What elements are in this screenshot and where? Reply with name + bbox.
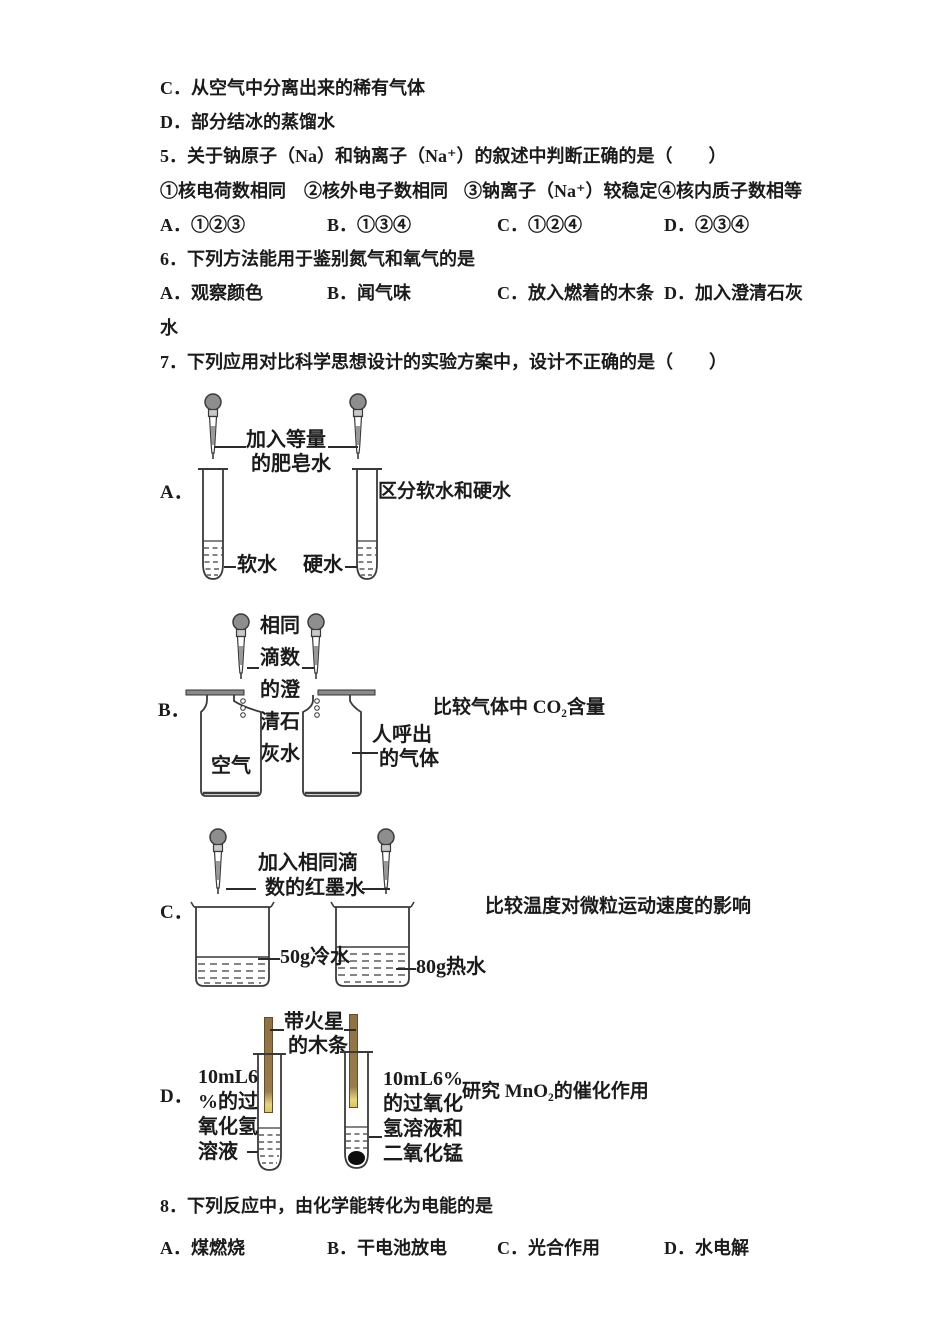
d-left-label-line4: 溶液 — [198, 1141, 238, 1163]
q5-option-c: C．①②④ — [497, 215, 582, 235]
wood-splint-icon — [264, 1017, 273, 1113]
q5-statement-1: ①核电荷数相同 — [160, 181, 286, 201]
d-left-label-line3: 氧化氢 — [198, 1116, 258, 1138]
pointer-line — [344, 1029, 356, 1031]
q5-option-a: A．①②③ — [160, 215, 245, 235]
pointer-line — [270, 1029, 284, 1031]
test-tube-icon — [252, 1053, 287, 1171]
a-add-label-line1: 加入等量 — [246, 429, 326, 451]
q7-item-a-label: A． — [160, 482, 193, 503]
b-drops-label-line1: 相同 — [260, 615, 300, 637]
a-add-label-line2: 的肥皂水 — [251, 453, 331, 475]
b-drops-label-line4: 清石 — [260, 711, 300, 733]
pointer-line — [362, 888, 390, 890]
q7-item-a-caption: 区分软水和硬水 — [378, 481, 512, 502]
wood-splint-icon — [349, 1014, 358, 1108]
d-right-label-line3: 氢溶液和 — [383, 1118, 463, 1140]
q8-option-b: B．干电池放电 — [327, 1238, 448, 1258]
q8-option-d: D．水电解 — [664, 1238, 749, 1258]
beaker-icon — [330, 901, 415, 987]
test-tube-icon — [197, 468, 229, 580]
mno2-solid-icon — [348, 1151, 365, 1165]
question-7-stem: 7．下列应用对比科学思想设计的实验方案中，设计不正确的是（ ） — [160, 352, 727, 372]
q7-item-c-caption: 比较温度对微粒运动速度的影响 — [485, 896, 752, 917]
c-add-label-line1: 加入相同滴 — [258, 852, 358, 874]
pointer-line — [328, 446, 358, 448]
d-right-label-line1: 10mL6% — [383, 1068, 463, 1090]
pointer-line — [345, 566, 357, 568]
b-air-label: 空气 — [211, 755, 251, 777]
q5-statement-4: ④核内质子数相等 — [658, 181, 802, 201]
q5-option-b: B．①③④ — [327, 215, 412, 235]
question-8-stem: 8．下列反应中，由化学能转化为电能的是 — [160, 1196, 493, 1216]
question-5-stem: 5．关于钠原子（Na）和钠离子（Na⁺）的叙述中判断正确的是（ ） — [160, 146, 727, 166]
pointer-line — [224, 566, 236, 568]
d-right-label-line2: 的过氧化 — [383, 1093, 463, 1115]
q5-option-d: D．②③④ — [664, 215, 749, 235]
q6-option-d-wrap: 水 — [160, 318, 178, 338]
q8-option-a: A．煤燃烧 — [160, 1238, 245, 1258]
c-add-label-line2: 数的红墨水 — [265, 877, 365, 899]
q7-item-d-caption: 研究 MnO₂的催化作用 — [462, 1081, 649, 1102]
d-left-label-line1: 10mL6 — [198, 1066, 258, 1088]
q7-item-b-caption: 比较气体中 CO₂含量 — [433, 697, 605, 718]
b-drops-label-line5: 灰水 — [260, 743, 300, 765]
q6-option-d: D．加入澄清石灰 — [664, 283, 803, 303]
q5-statement-3: ③钠离子（Na⁺）较稳定 — [464, 181, 658, 201]
d-splint-label-line1: 带火星 — [284, 1011, 344, 1033]
q6-option-c: C．放入燃着的木条 — [497, 283, 654, 303]
c-hot-water-label: 80g热水 — [416, 956, 486, 978]
dropper-icon — [307, 613, 325, 680]
b-drops-label-line2: 滴数 — [260, 647, 300, 669]
q6-option-b: B．闻气味 — [327, 283, 412, 303]
beaker-icon — [190, 901, 275, 987]
pointer-line — [247, 1151, 258, 1153]
pointer-line — [226, 888, 256, 890]
gas-bottle-icon — [185, 689, 262, 797]
pointer-line — [302, 667, 314, 669]
d-right-label-line4: 二氧化锰 — [383, 1143, 463, 1165]
a-hard-water-label: 硬水 — [303, 554, 343, 576]
c-cold-water-label: 50g冷水 — [280, 946, 350, 968]
b-drops-label-line3: 的澄 — [260, 679, 300, 701]
d-left-label-line2: %的过 — [198, 1091, 258, 1113]
b-exhaled-label-line2: 的气体 — [379, 748, 439, 770]
pointer-line — [396, 968, 416, 970]
pointer-line — [247, 667, 259, 669]
dropper-icon — [204, 393, 222, 460]
q8-option-c: C．光合作用 — [497, 1238, 600, 1258]
option-d-line: D．部分结冰的蒸馏水 — [160, 112, 335, 132]
q7-item-b-label: B． — [158, 700, 190, 721]
q5-statement-2: ②核外电子数相同 — [304, 181, 448, 201]
pointer-line — [258, 958, 280, 960]
test-tube-icon — [339, 1051, 374, 1169]
d-splint-label-line2: 的木条 — [288, 1035, 348, 1057]
pointer-line — [369, 1136, 382, 1138]
a-soft-water-label: 软水 — [237, 554, 277, 576]
option-c-line: C．从空气中分离出来的稀有气体 — [160, 78, 425, 98]
q7-item-d-label: D． — [160, 1086, 193, 1107]
gas-bottle-icon — [302, 689, 376, 797]
q7-item-c-label: C． — [160, 902, 193, 923]
dropper-icon — [232, 613, 250, 680]
pointer-line — [352, 752, 378, 754]
q6-option-a: A．观察颜色 — [160, 283, 263, 303]
question-6-stem: 6．下列方法能用于鉴别氮气和氧气的是 — [160, 249, 475, 269]
b-exhaled-label-line1: 人呼出 — [372, 724, 432, 746]
test-tube-icon — [351, 468, 383, 580]
dropper-icon — [349, 393, 367, 460]
pointer-line — [214, 446, 246, 448]
